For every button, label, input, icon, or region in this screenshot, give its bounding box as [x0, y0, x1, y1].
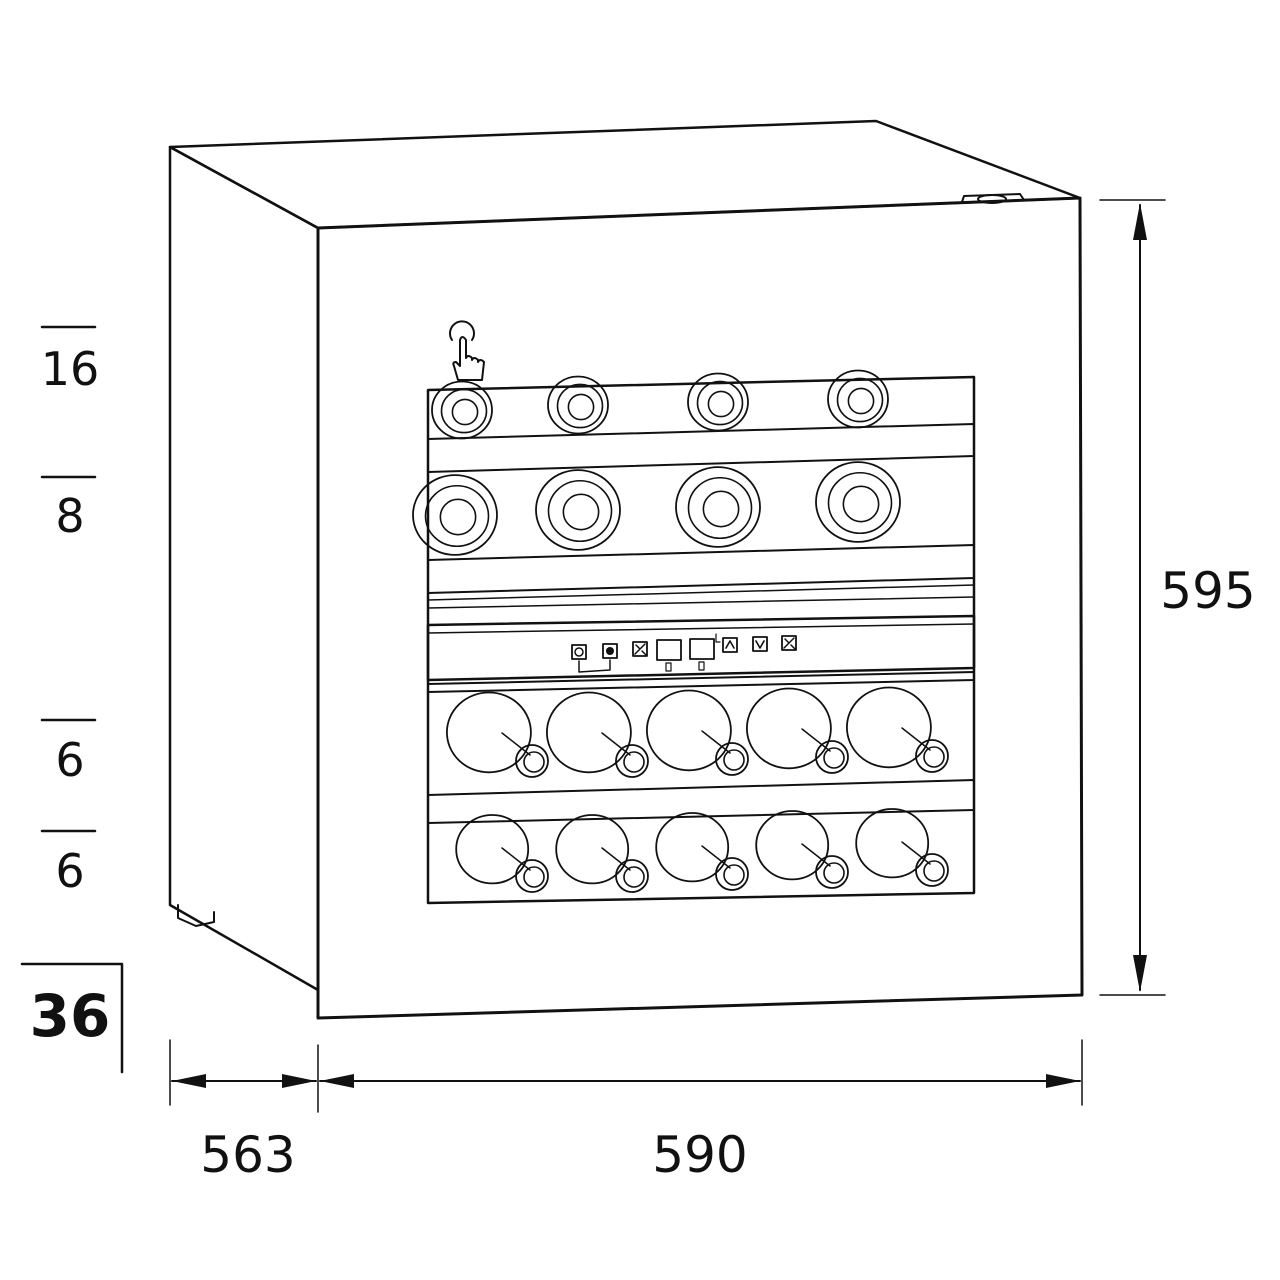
control-panel-edge	[427, 623, 975, 634]
height-label: 595	[1160, 562, 1255, 620]
bottle-neck	[846, 686, 949, 773]
depth-arrow-right	[282, 1074, 316, 1088]
shelf-2-edge	[427, 584, 975, 601]
total-capacity: 36	[30, 982, 111, 1050]
cabinet-foot	[177, 904, 215, 927]
bottle-bottom	[535, 469, 621, 551]
shelf-3	[427, 671, 975, 693]
bottle-bottom	[547, 375, 609, 435]
bottle-bottom	[827, 369, 889, 429]
width-arrow-left	[320, 1074, 354, 1088]
bottle-neck	[855, 808, 949, 887]
capacity-shelf-2: 8	[55, 489, 84, 543]
depth-arrow-left	[172, 1074, 206, 1088]
shelf-4	[427, 779, 975, 824]
capacity-shelf-1: 16	[41, 342, 100, 396]
bottle-neck	[746, 687, 849, 774]
bottle-row-upper-2	[412, 461, 901, 556]
height-arrow-top	[1133, 203, 1147, 240]
bottle-neck	[646, 689, 749, 776]
capacity-shelf-4: 6	[55, 844, 84, 898]
bottle-row-lower-2	[455, 808, 949, 893]
depth-label: 563	[200, 1126, 295, 1184]
shelf-2	[427, 544, 975, 594]
bottle-row-upper-1	[431, 369, 889, 440]
arrow-down-button-icon[interactable]	[752, 636, 768, 652]
height-arrow-bottom	[1133, 955, 1147, 992]
bottle-neck	[445, 691, 549, 778]
button-link-line	[578, 659, 611, 673]
bottle-bottom	[675, 466, 761, 548]
control-buttons	[571, 633, 797, 673]
bottle-bottom	[412, 474, 498, 556]
shelf-2-edge-lower	[427, 596, 975, 609]
bottle-row-lower-1	[445, 686, 949, 778]
door-frame	[316, 196, 1084, 1020]
control-panel	[426, 614, 976, 682]
fan-button-icon[interactable]	[632, 641, 648, 657]
lock-button-icon[interactable]	[781, 635, 797, 651]
temperature-display-upper	[656, 639, 682, 672]
shelf-capacity-labels: 16 8 6 6 36	[20, 325, 124, 1074]
temperature-display-lower	[689, 633, 721, 671]
capacity-shelf-3: 6	[55, 733, 84, 787]
width-arrow-right	[1046, 1074, 1080, 1088]
bottle-bottom	[687, 372, 749, 432]
light-button-icon[interactable]	[602, 643, 618, 659]
door-outer	[316, 196, 1084, 1020]
width-label: 590	[652, 1126, 747, 1184]
dimension-lines	[169, 199, 1166, 1113]
total-capacity-bracket	[20, 962, 124, 1074]
touch-hand-icon	[449, 320, 485, 381]
bottle-neck	[655, 812, 749, 891]
cabinet-top	[168, 119, 1082, 230]
power-button-icon[interactable]	[571, 644, 587, 660]
bottle-bottom	[815, 461, 901, 543]
bottle-neck	[555, 814, 649, 893]
glass-window	[412, 369, 976, 905]
shelf-1	[427, 423, 975, 473]
bottle-neck	[755, 810, 849, 889]
door-hinge-pin	[977, 194, 1007, 204]
bottle-bottom	[431, 380, 493, 440]
cabinet-side	[168, 145, 320, 992]
arrow-up-button-icon[interactable]	[722, 637, 738, 653]
bottle-neck	[455, 814, 549, 893]
glass-outline	[426, 375, 976, 905]
bottle-neck	[546, 691, 649, 778]
